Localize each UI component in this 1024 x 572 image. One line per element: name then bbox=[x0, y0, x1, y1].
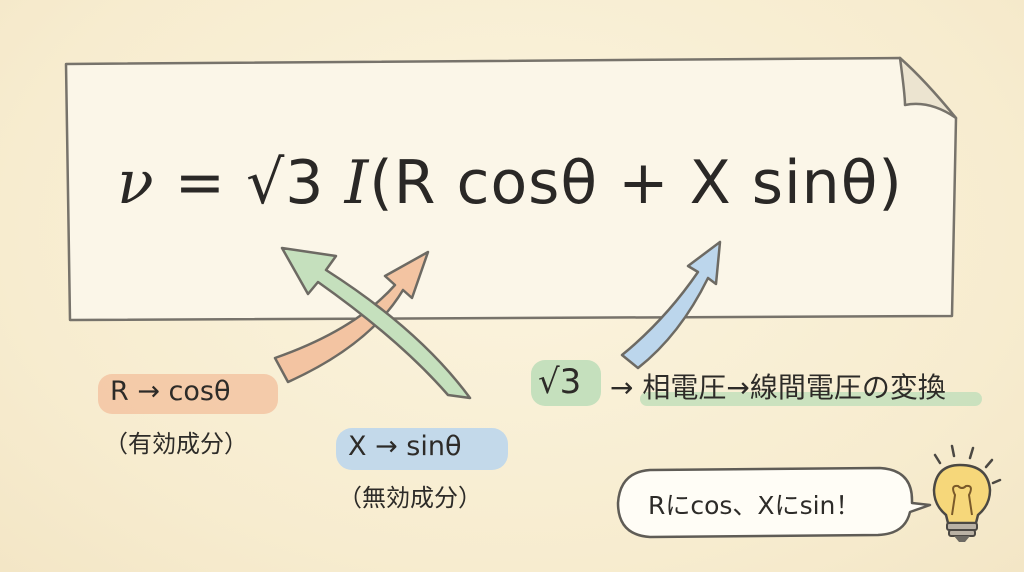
formula-sqrt3: √3 bbox=[246, 148, 325, 218]
formula: ν = √3 I(R cosθ + X sinθ) bbox=[70, 148, 950, 218]
formula-open-paren: ( bbox=[369, 148, 394, 218]
r-highlight bbox=[98, 374, 278, 414]
x-highlight bbox=[336, 428, 508, 470]
speech-bubble-text: Rにcos、Xにsin！ bbox=[648, 491, 861, 520]
sqrt-highlight bbox=[531, 360, 601, 406]
speech-bubble-shape bbox=[616, 466, 932, 539]
formula-plus: + bbox=[618, 148, 670, 218]
blue-arrow bbox=[620, 240, 722, 370]
formula-x-sin: X sinθ bbox=[689, 148, 879, 218]
formula-v: ν bbox=[117, 148, 155, 218]
conversion-underline bbox=[640, 392, 982, 406]
sqrt3-label: √3 bbox=[538, 362, 582, 402]
formula-close-paren: ) bbox=[878, 148, 903, 218]
reactive-component-label: （無効成分） bbox=[338, 484, 482, 512]
orange-arrow bbox=[273, 250, 430, 384]
curled-corner bbox=[898, 56, 958, 120]
r-cos-label: R → cosθ bbox=[110, 376, 231, 407]
green-arrow bbox=[280, 246, 472, 400]
voltage-conversion-label: → 相電圧→線間電圧の変換 bbox=[610, 371, 946, 404]
formula-equals: = bbox=[174, 148, 226, 218]
formula-current: I bbox=[344, 148, 370, 218]
lightbulb-icon bbox=[932, 444, 1002, 542]
active-component-label: （有効成分） bbox=[104, 430, 248, 458]
formula-r-cos: R cosθ bbox=[393, 148, 599, 218]
x-sin-label: X → sinθ bbox=[348, 431, 462, 462]
